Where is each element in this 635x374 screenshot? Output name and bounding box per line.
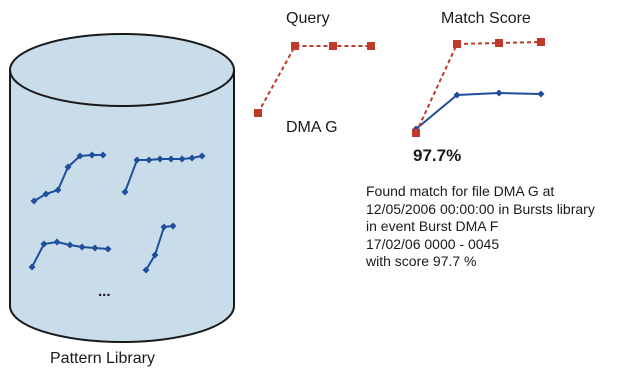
pattern-point — [121, 188, 129, 196]
cylinder-top — [9, 33, 235, 107]
query-line — [257, 45, 371, 114]
pattern-point — [99, 151, 107, 159]
match-score-title: Match Score — [441, 10, 531, 27]
pattern-point — [142, 266, 150, 274]
pattern-point — [78, 243, 86, 251]
pattern-point — [64, 163, 72, 171]
pattern-point — [156, 155, 164, 163]
pattern-point — [145, 156, 153, 164]
query-chart — [254, 42, 375, 117]
pattern-point — [91, 244, 99, 252]
pattern-library-cylinder — [9, 69, 235, 343]
match-query-line — [415, 41, 542, 134]
match-pattern-point — [537, 90, 545, 98]
pattern-point — [53, 238, 61, 246]
found-line: in event Burst DMA F — [366, 218, 499, 234]
pattern-point — [167, 155, 175, 163]
query-title: Query — [286, 10, 330, 27]
pattern-point — [76, 152, 84, 160]
pattern-line — [145, 225, 174, 271]
pattern-point — [54, 186, 62, 194]
pattern-point — [151, 251, 159, 259]
pattern-point — [88, 151, 96, 159]
found-line: Found match for file DMA G at — [366, 183, 555, 199]
query-point — [329, 42, 337, 50]
found-line: 17/02/06 0000 - 0045 — [366, 235, 500, 252]
match-query-point — [412, 129, 420, 137]
match-chart — [412, 38, 545, 137]
pattern-point — [133, 156, 141, 164]
found-line: with score 97.7 % — [366, 253, 477, 269]
match-query-point — [537, 38, 545, 46]
query-point — [291, 42, 299, 50]
match-query-point — [453, 40, 461, 48]
match-pattern-point — [495, 89, 503, 97]
pattern-point — [198, 152, 206, 160]
match-score-value: 97.7% — [413, 146, 462, 165]
pattern-point — [40, 240, 48, 248]
query-name: DMA G — [286, 119, 338, 136]
pattern-point — [66, 241, 74, 249]
found-match-text: Found match for file DMA G at 12/05/2006… — [366, 183, 595, 271]
pattern-point — [160, 223, 168, 231]
pattern-point — [42, 190, 50, 198]
pattern-point — [169, 222, 177, 230]
pattern-point — [28, 263, 36, 271]
pattern-point — [178, 155, 186, 163]
pattern-point — [30, 197, 38, 205]
match-pattern-line — [415, 91, 542, 130]
pattern-point — [104, 245, 112, 253]
ellipsis: ... — [98, 283, 111, 300]
match-pattern-point — [453, 91, 461, 99]
found-line: 12/05/2006 00:00:00 in Bursts library — [366, 200, 595, 217]
pattern-point — [188, 154, 196, 162]
library-patterns — [28, 151, 206, 274]
query-point — [254, 109, 262, 117]
pattern-library-caption: Pattern Library — [50, 350, 155, 367]
match-query-point — [495, 39, 503, 47]
query-point — [367, 42, 375, 50]
